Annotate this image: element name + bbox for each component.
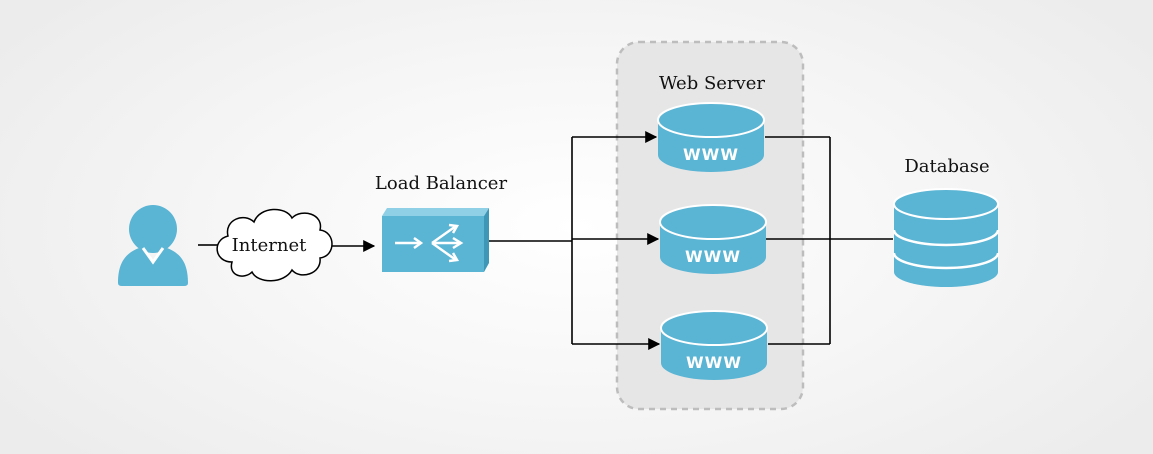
server-2-label: WWW [685,247,741,266]
web-server-label: Web Server [659,73,765,94]
database-label: Database [904,156,989,177]
user-icon [118,205,188,286]
internet-label: Internet [232,235,307,256]
cloud-icon [216,208,333,282]
server-cylinder-icon: WWW [660,310,768,380]
server-1-label: WWW [683,145,739,164]
server-cylinder-icon: WWW [657,102,765,172]
server-cylinder-icon: WWW [659,204,767,274]
database-icon [892,188,1000,287]
load-balancer-label: Load Balancer [375,173,508,194]
server-3-label: WWW [686,353,742,372]
load-balancer-icon [382,208,489,272]
